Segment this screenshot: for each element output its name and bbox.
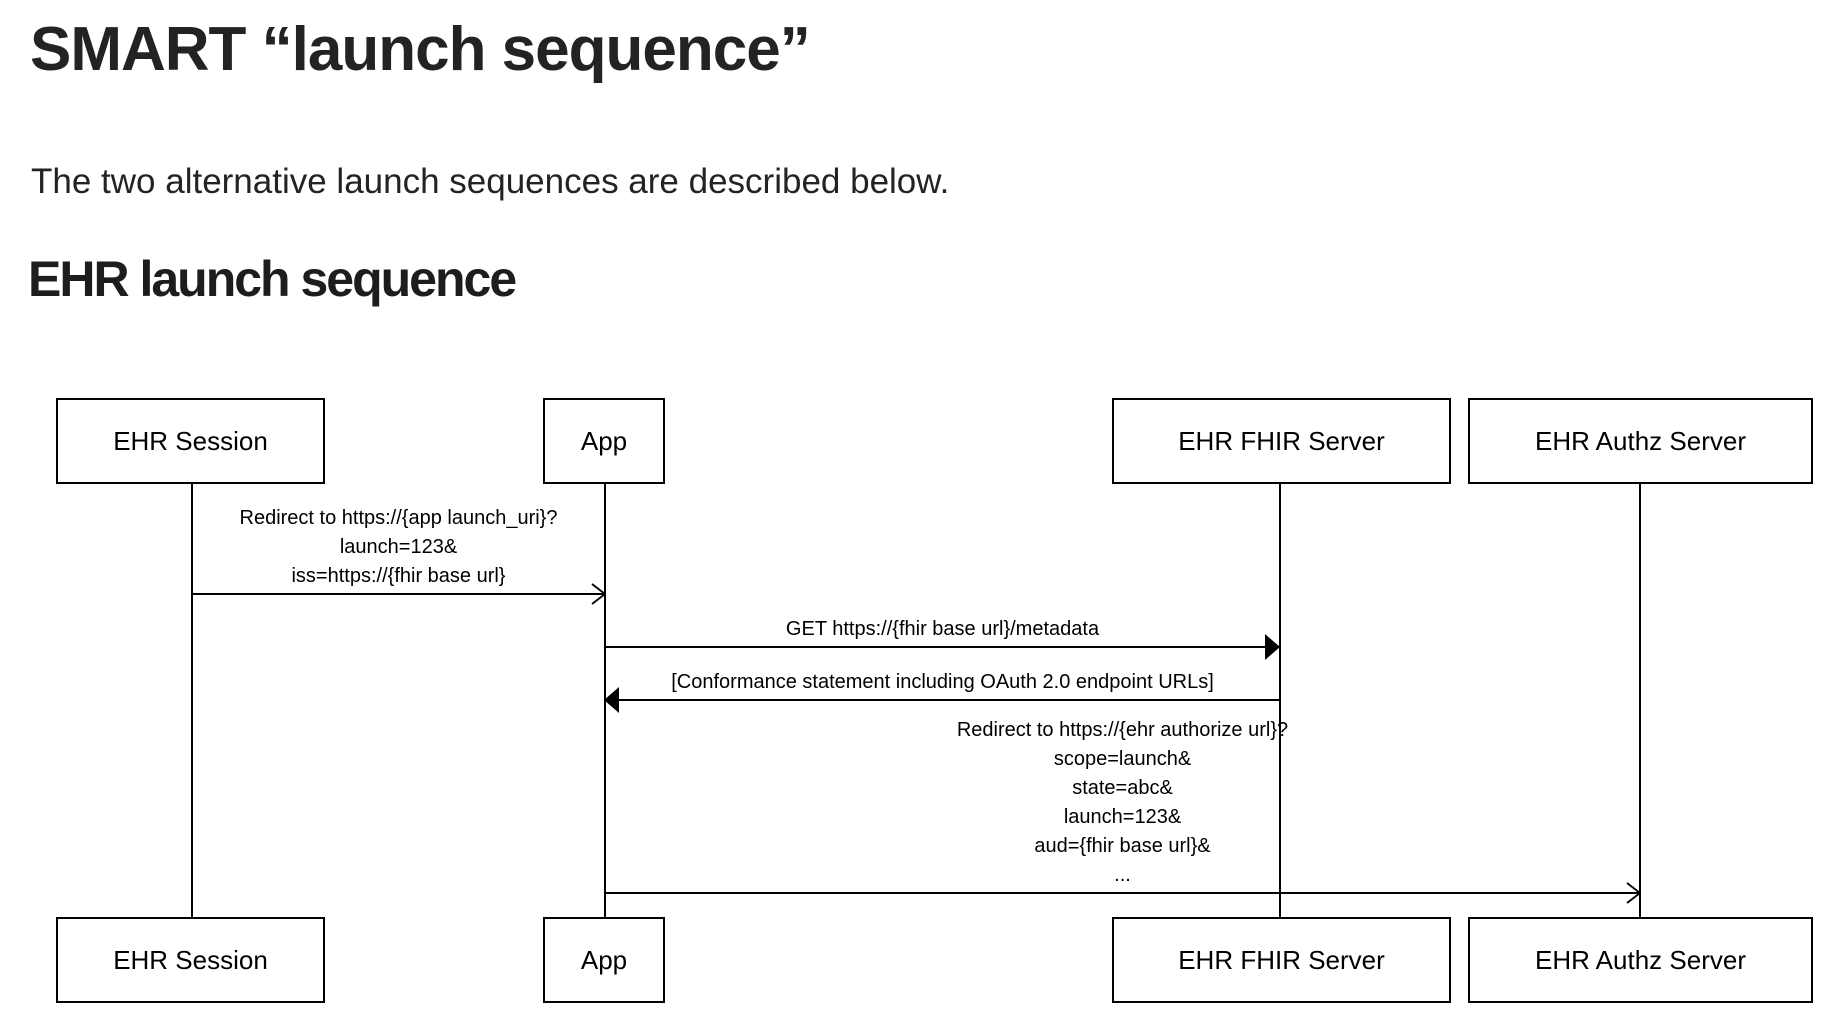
message-label-line: iss=https://{fhir base url} <box>291 565 506 587</box>
message-label-line: state=abc& <box>1072 777 1173 799</box>
arrowhead-open-icon <box>591 583 606 605</box>
message-line-4 <box>605 892 1640 894</box>
message-label-1: Redirect to https://{app launch_uri}?lau… <box>240 504 558 591</box>
arrowhead-open-icon <box>1626 882 1641 904</box>
participant-ehr-authz-server-top: EHR Authz Server <box>1468 398 1813 484</box>
message-label-3: [Conformance statement including OAuth 2… <box>671 668 1214 697</box>
message-label-line: Redirect to https://{app launch_uri}? <box>239 507 558 529</box>
message-label-line: GET https://{fhir base url}/metadata <box>785 618 1100 640</box>
message-label-4: Redirect to https://{ehr authorize url}?… <box>957 716 1288 890</box>
message-line-1 <box>192 593 605 595</box>
arrowhead-filled-icon <box>1265 634 1280 660</box>
message-label-line: aud={fhir base url}& <box>1034 835 1211 857</box>
message-label-line: launch=123& <box>1063 806 1182 828</box>
page-title: SMART “launch sequence” <box>30 15 811 84</box>
lifeline-ehr-session <box>191 484 193 917</box>
participant-ehr-fhir-server-top: EHR FHIR Server <box>1112 398 1451 484</box>
arrowhead-filled-icon <box>604 687 619 713</box>
intro-paragraph: The two alternative launch sequences are… <box>31 162 950 201</box>
participant-app-bottom: App <box>543 917 665 1003</box>
message-label-line: ... <box>1114 864 1131 886</box>
section-heading-ehr-launch: EHR launch sequence <box>28 251 517 307</box>
participant-ehr-fhir-server-bottom: EHR FHIR Server <box>1112 917 1451 1003</box>
message-label-2: GET https://{fhir base url}/metadata <box>786 615 1099 644</box>
message-label-line: launch=123& <box>339 536 458 558</box>
message-label-line: Redirect to https://{ehr authorize url}? <box>956 719 1289 741</box>
lifeline-ehr-authz-server <box>1639 484 1641 917</box>
participant-app-top: App <box>543 398 665 484</box>
participant-ehr-authz-server-bottom: EHR Authz Server <box>1468 917 1813 1003</box>
message-label-line: scope=launch& <box>1053 748 1192 770</box>
message-line-3 <box>605 699 1280 701</box>
lifeline-ehr-fhir-server <box>1279 484 1281 917</box>
participant-ehr-session-bottom: EHR Session <box>56 917 325 1003</box>
message-line-2 <box>605 646 1280 648</box>
message-label-line: [Conformance statement including OAuth 2… <box>671 671 1214 693</box>
participant-ehr-session-top: EHR Session <box>56 398 325 484</box>
